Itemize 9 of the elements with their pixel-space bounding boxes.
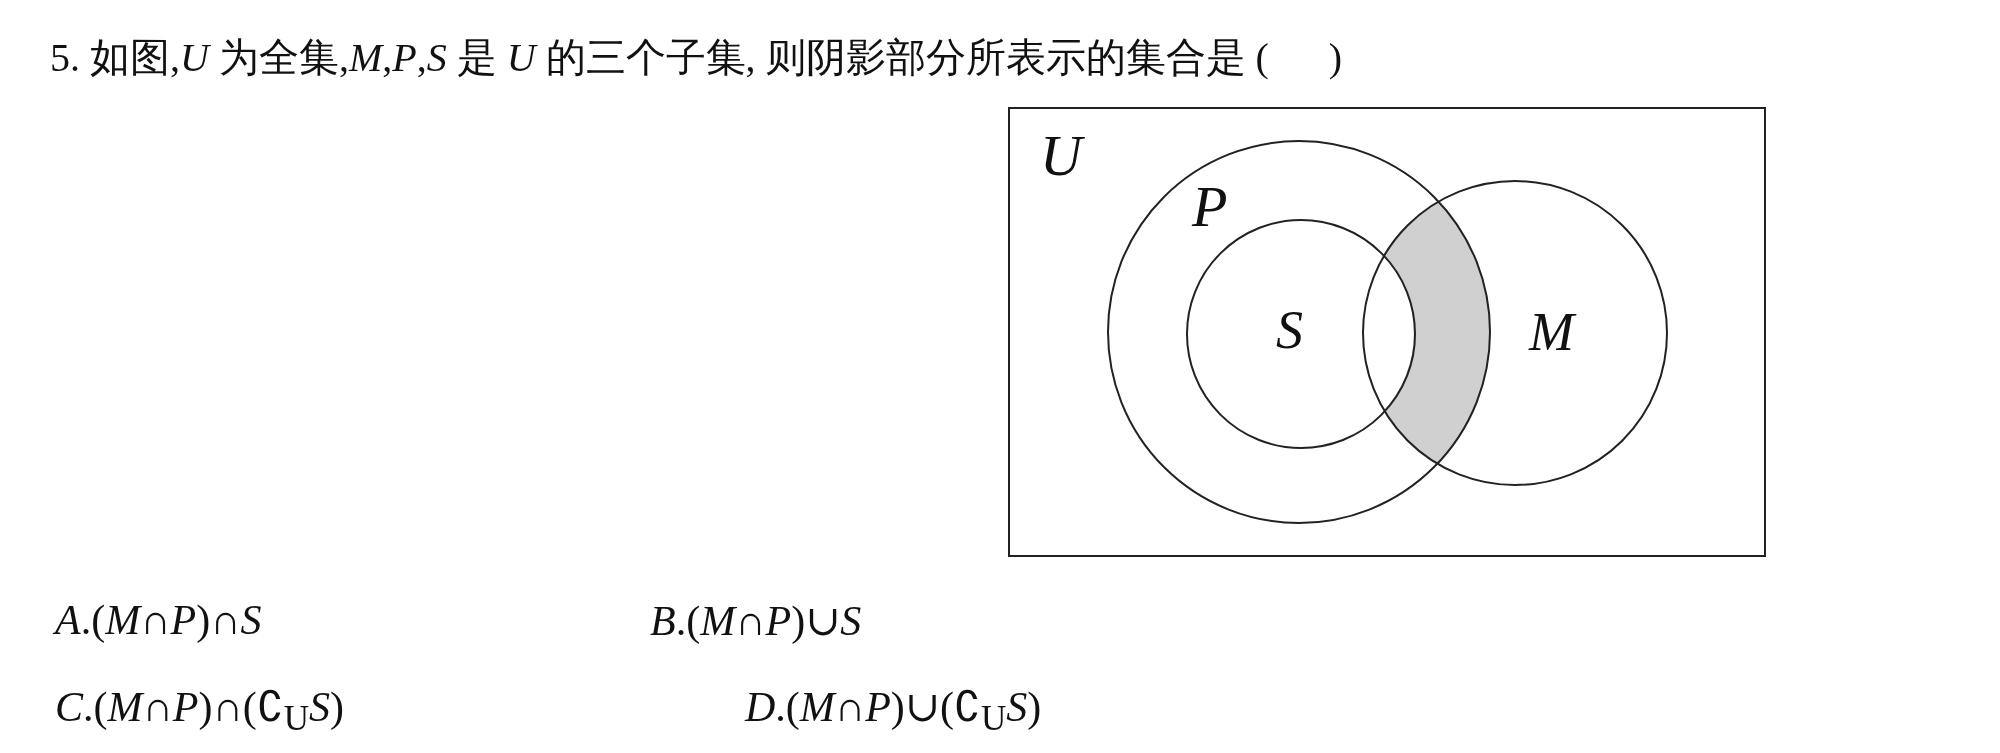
answer-option: B.(M∩P)∪S [650, 596, 862, 645]
set-label: S [1276, 303, 1303, 357]
question-text: 5. 如图,U 为全集,M,P,S 是 U 的三个子集, 则阴影部分所表示的集合是 ( ) [50, 34, 1343, 82]
answer-option: D.(M∩P)∪(∁$_{U}$S) [745, 682, 1042, 740]
answer-option: C.(M∩P)∩(∁$_{U}$S) [55, 682, 345, 740]
set-label: P [1192, 178, 1228, 236]
universal-set-rectangle [1008, 107, 1766, 557]
set-p-circle [1107, 140, 1491, 524]
set-m-circle [1362, 180, 1668, 486]
